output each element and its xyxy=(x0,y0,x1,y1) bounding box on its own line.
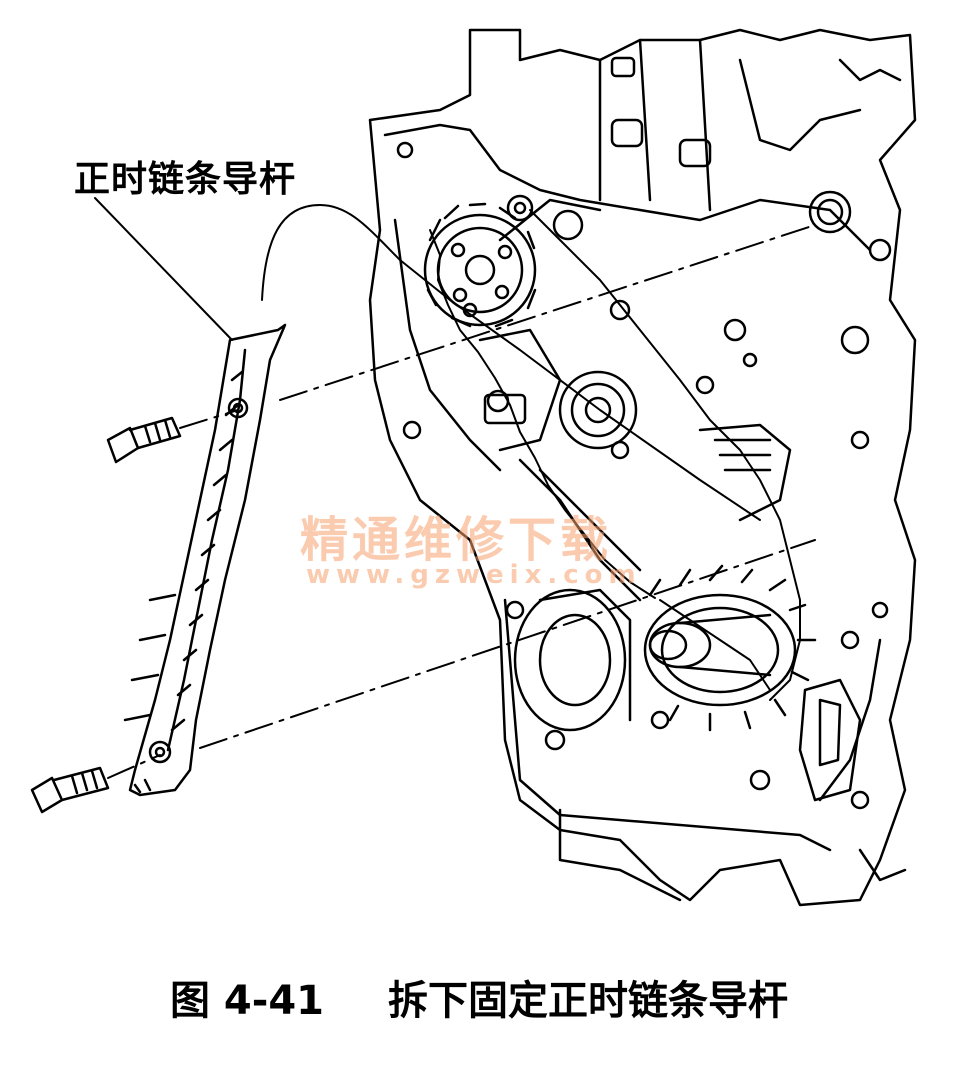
callout-leader xyxy=(94,197,761,521)
figure-caption: 图 4-41 拆下固定正时链条导杆 xyxy=(0,968,958,1026)
crankshaft-sprocket xyxy=(643,564,817,732)
watermark-url: www.gzweix.com xyxy=(306,560,642,590)
seal-plug xyxy=(808,190,852,234)
lower-bolt xyxy=(30,766,110,814)
upper-bolt xyxy=(106,416,182,464)
chain-guide-label: 正时链条导杆 xyxy=(74,159,297,200)
alignment-lines xyxy=(107,224,816,779)
figure-title: 拆下固定正时链条导杆 xyxy=(388,978,789,1024)
timing-chain xyxy=(429,209,801,701)
watermark-text: 精通维修下载 xyxy=(300,512,613,568)
timing-chain-guide xyxy=(123,323,287,797)
camshaft-sprocket xyxy=(423,202,537,328)
figure-number: 图 4-41 xyxy=(169,978,325,1024)
oil-pump-housing xyxy=(513,588,862,802)
engine-front-cover xyxy=(368,28,917,907)
cover-bolt-holes xyxy=(396,141,892,810)
